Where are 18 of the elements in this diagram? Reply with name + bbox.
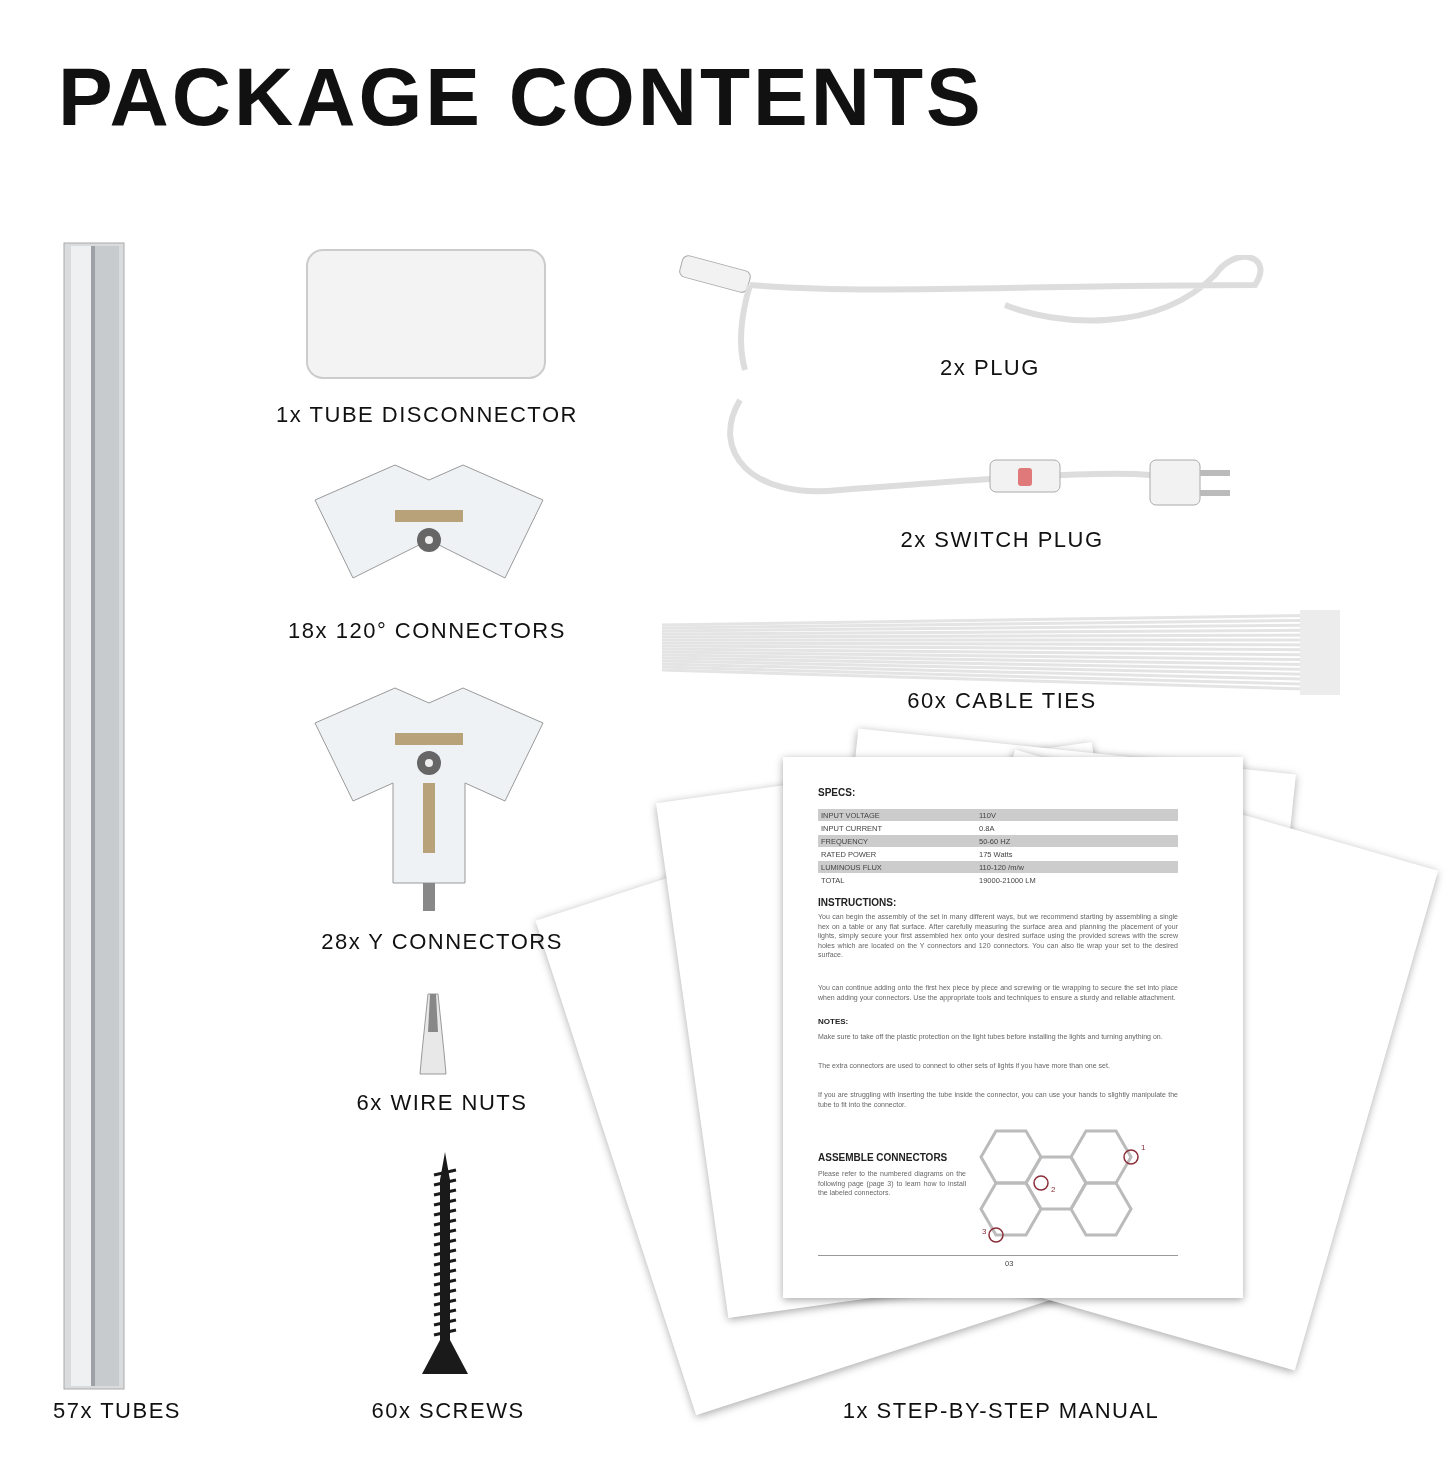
callout-number: 3: [982, 1227, 987, 1236]
section-heading: NOTES:: [818, 1017, 849, 1026]
callout-number: 2: [1051, 1185, 1056, 1194]
section-heading: SPECS:: [818, 787, 856, 798]
item-caption: 2x SWITCH PLUG: [900, 527, 1104, 553]
item-caption: 1x STEP-BY-STEP MANUAL: [842, 1398, 1160, 1424]
section-heading: ASSEMBLE CONNECTORS: [818, 1152, 948, 1163]
callout-number: 1: [1141, 1143, 1146, 1152]
item-caption: 18x 120° CONNECTORS: [288, 618, 566, 644]
section-heading: INSTRUCTIONS:: [818, 897, 897, 908]
item-caption: 60x SCREWS: [371, 1398, 525, 1424]
item-caption: 60x CABLE TIES: [907, 688, 1097, 714]
item-caption: 2x PLUG: [940, 355, 1040, 381]
item-caption: 1x TUBE DISCONNECTOR: [276, 402, 578, 428]
item-caption: 6x WIRE NUTS: [356, 1090, 528, 1116]
item-caption: 57x TUBES: [53, 1398, 181, 1424]
page-title: PACKAGE CONTENTS: [58, 50, 984, 144]
item-caption: 28x Y CONNECTORS: [321, 929, 563, 955]
